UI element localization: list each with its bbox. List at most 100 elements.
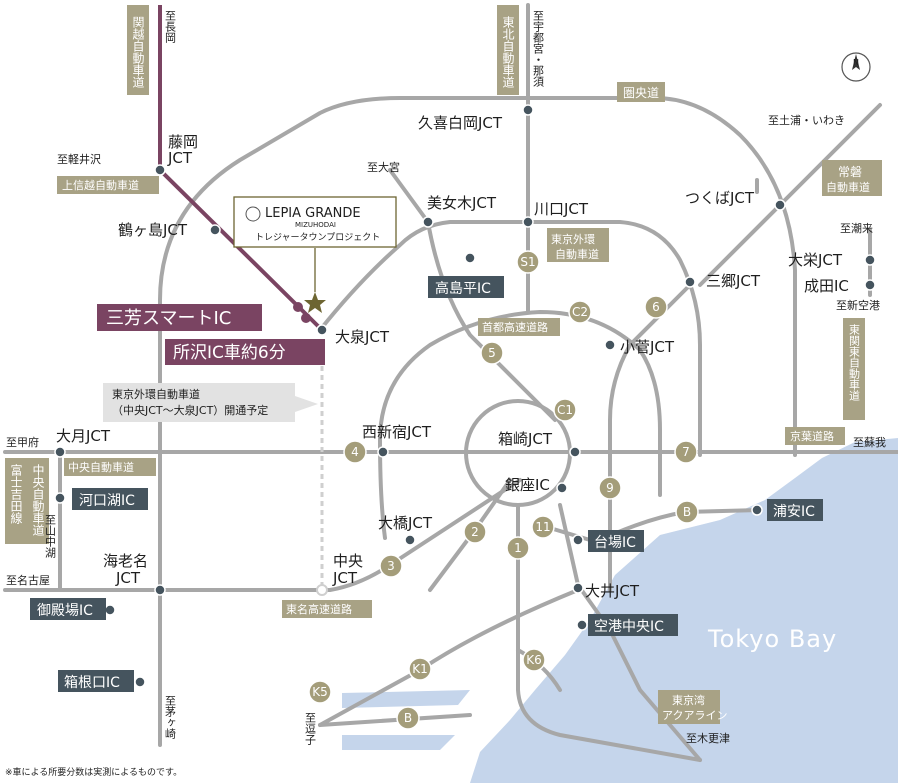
joshinetsu-label: 上信越自動車道: [62, 178, 139, 192]
joshinetsu-box: [57, 176, 159, 194]
dir-itako: 至潮来: [840, 221, 873, 235]
kanetsu-label: 関越自動車道: [131, 16, 145, 88]
kenodo-ring-road: [158, 96, 797, 547]
label-ohashi-jct: 大橋JCT: [378, 514, 433, 532]
route-num-k6: K6: [526, 653, 542, 667]
kenodo-label: 圏央道: [623, 86, 659, 100]
jct-dot-oi: [572, 582, 584, 594]
water-channel: [342, 690, 470, 708]
route-badge-k6: [522, 648, 546, 672]
joban-box: [822, 160, 882, 196]
route-6: [608, 283, 692, 537]
bayshore-south-route: [318, 713, 472, 727]
dir-soga: 至蘇我: [853, 436, 886, 449]
jct-dot-bijogi: [422, 216, 434, 228]
route-num-1: 1: [514, 541, 522, 555]
label-tsurugashima-jct: 鶴ヶ島JCT: [118, 221, 188, 239]
kanetsu-expressway: [158, 5, 324, 332]
keiyo-box: [785, 427, 845, 445]
jct-dot-oizumi: [316, 324, 328, 336]
label-kosuge-jct: 小菅JCT: [620, 338, 675, 356]
omiya-route: [388, 168, 430, 224]
gotemba-label: 御殿場IC: [37, 603, 93, 619]
planned-note-box: [103, 383, 318, 422]
gaikan-ring-road: [318, 220, 702, 457]
higashikanto-box: [843, 318, 865, 420]
label-kuki-jct: 久喜白岡JCT: [418, 114, 503, 132]
dir-tsuchiura: 至土浦・いわき: [768, 114, 845, 127]
jct-dot-tsukuba: [774, 199, 786, 211]
route-badge-6: [644, 295, 668, 319]
dir-chigasaki: 至茅ヶ崎: [164, 695, 177, 739]
keiyo-label: 京葉道路: [790, 429, 834, 443]
tokorozawa-ic-label: 所沢IC車約6分: [173, 343, 286, 363]
hakoneguchi-box: [58, 670, 134, 692]
chuo-exp-box: [64, 458, 156, 476]
planned-note-line1: 東京外環自動車道: [112, 387, 200, 401]
route-badge-2: [463, 520, 487, 544]
jct-dot-fujioka: [154, 164, 166, 176]
aqua-label2: アクアライン: [662, 709, 727, 722]
label-tsukuba-jct: つくばJCT: [685, 189, 755, 207]
dir-shinkuko: 至新空港: [836, 298, 880, 312]
label-hakozaki-jct: 箱崎JCT: [498, 430, 553, 448]
urayasu-box: [767, 499, 823, 521]
gaikan-box: [547, 228, 609, 262]
planned-end-dot: [316, 584, 328, 596]
jct-dot-ooei: [864, 254, 876, 266]
route-badge-4: [343, 440, 367, 464]
tomei-box: [282, 600, 372, 618]
jct-dot-tsurugashima: [209, 224, 221, 236]
fujiyoshida-label: 富士吉田線: [9, 463, 23, 524]
aqua-box: [658, 690, 720, 724]
tokyo-bay-water: [470, 438, 898, 783]
route-badge-c1: [553, 398, 577, 422]
route-num-3: 3: [387, 559, 395, 573]
route-num-5: 5: [488, 346, 496, 360]
project-logo-mark: [245, 206, 261, 222]
jct-dot-daiba: [572, 534, 584, 546]
kawaguchiko-label: 河口湖IC: [79, 493, 135, 509]
hakoneguchi-label: 箱根口IC: [64, 675, 120, 691]
route-num-k5: K5: [312, 685, 328, 699]
label-fujioka-1: 藤岡: [168, 133, 198, 151]
fujiyoshida-box: [5, 458, 27, 544]
misato-smart-ic-dot: [293, 302, 303, 312]
fujiyoshida2-label: 中央自動車道: [31, 463, 45, 536]
route-num-k1: K1: [412, 662, 428, 676]
label-misato-jct: 三郷JCT: [706, 272, 761, 290]
dir-kisarazu: 至木更津: [686, 732, 730, 745]
jct-dot-gotemba: [104, 604, 116, 616]
route-num-2: 2: [471, 525, 479, 539]
label-kawaguchi-jct: 川口JCT: [534, 200, 589, 218]
route-badge-k5: [308, 680, 332, 704]
jct-dot-misato: [684, 276, 696, 288]
route-badge-1: [506, 536, 530, 560]
dir-kofu: 至甲府: [6, 435, 39, 449]
jct-dot-hakone: [134, 676, 146, 688]
daiba-box: [588, 530, 644, 552]
route-num-b1: B: [683, 505, 691, 519]
kuko-chuo-label: 空港中央IC: [594, 619, 664, 635]
urayasu-label: 浦安IC: [773, 504, 815, 520]
route-badge-11: [531, 515, 555, 539]
kanetsu-box: [127, 5, 149, 95]
shutoko-box: [478, 318, 560, 336]
label-otsuki-jct: 大月JCT: [56, 427, 111, 445]
kenodo-box: [617, 82, 665, 102]
footnote: ※車による所要分数は実測によるものです。: [5, 766, 182, 778]
route-badge-7: [674, 440, 698, 464]
label-oizumi-jct: 大泉JCT: [335, 328, 390, 346]
jct-dot-kawaguchi: [522, 216, 534, 228]
project-tagline: トレジャータウンプロジェクト: [255, 232, 380, 243]
fujiyoshida2-box: [27, 458, 49, 544]
jct-dot-kuko: [576, 619, 588, 631]
jct-dot-otsuki: [54, 446, 66, 458]
tohoku-label: 東北自動車道: [501, 16, 515, 88]
route-badge-s1: [516, 250, 540, 274]
tokorozawa-ic-box: [165, 339, 325, 365]
jct-dot-ginza: [556, 482, 568, 494]
label-ebina-1: 海老名: [103, 552, 148, 570]
label-ooei-jct: 大栄JCT: [788, 251, 843, 269]
